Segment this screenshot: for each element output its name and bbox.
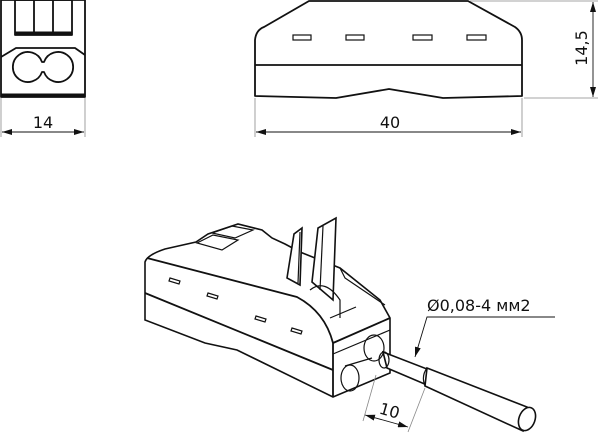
dimension-height: 14,5 <box>470 0 598 99</box>
dimension-strip-length: 10 <box>362 374 426 433</box>
isometric-view <box>144 216 391 398</box>
dimension-length: 40 <box>254 98 523 137</box>
dimension-width: 14 <box>0 98 86 137</box>
height-label: 14,5 <box>572 30 591 66</box>
dimension-wire-diameter: Ø0,08-4 мм2 <box>414 296 555 358</box>
wire-cross-section-label: Ø0,08-4 мм2 <box>427 296 531 315</box>
width-label: 14 <box>33 113 53 132</box>
strip-length-label: 10 <box>377 399 402 423</box>
side-view <box>254 0 523 99</box>
wire <box>378 350 537 433</box>
front-view <box>0 0 86 98</box>
length-label: 40 <box>380 113 400 132</box>
